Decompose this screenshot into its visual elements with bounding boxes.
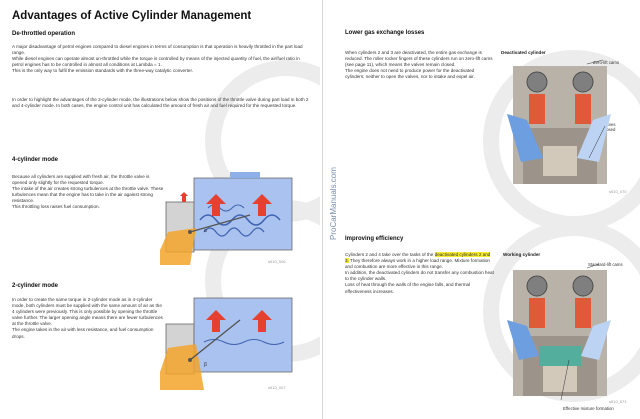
intake-runner [230,172,260,178]
figure-title: Working cylinder [503,252,541,257]
deactivated-cylinder-figure [507,59,611,184]
lower-gas-text: When cylinders 2 and 3 are deactivated, … [345,50,493,80]
mixture-zone [539,346,581,366]
valve-spring [529,94,545,124]
figure-caption: s510_007 [268,385,286,390]
site-watermark: ProCarManuals.com [329,167,338,240]
throttle-figure-2cyl: β [160,297,293,390]
piston [543,146,577,176]
right-page: ProCarManuals.com Lower gas exchange los… [322,0,640,419]
intro-paragraph: This is the only way to fulfil the emiss… [12,68,194,74]
text-fragment: They therefore always work in a higher l… [345,258,494,294]
intake-port [507,320,539,360]
turbulence-lines [199,214,281,226]
figure-title: Deactivated cylinder [501,50,546,55]
throttle-figure-4cyl: α [160,172,293,265]
turbulence-lines [203,227,265,237]
camshaft [526,71,548,93]
intro-text-2: In order to highlight the advantages of … [12,97,309,109]
throttle-valve-sector [160,344,204,390]
callout-line [588,125,606,159]
angle-label: β [204,362,207,368]
callout-line [560,359,570,401]
intake-plenum [193,177,293,251]
figure-caption: s510_071 [609,399,627,404]
throttle-plate [189,319,241,361]
working-cylinder-figure [507,263,611,401]
turbulence-lines [203,339,285,345]
callout-label: Zero-lift cams [593,60,620,65]
valve-spring [529,298,545,328]
intro-paragraph: A major disadvantage of petrol engines c… [12,44,303,56]
intake-port [507,114,543,162]
mode2-text: In order to create the same torque in 2-… [12,297,163,339]
exhaust-port [577,114,611,162]
mode4-text: Because all cylinders are supplied with … [12,174,164,210]
efficiency-text: Cylinders 2 and 4 take over the tasks of… [345,252,495,295]
callout-label: Effective mixture formation [563,406,614,411]
valve-spring [575,298,591,328]
red-arrow-icon [252,310,272,332]
lower-gas-heading: Lower gas exchange losses [345,30,425,36]
mode4-heading: 4-cylinder mode [12,157,59,163]
camshaft [572,71,594,93]
intro-paragraph: While diesel engines can operate almost … [12,56,300,68]
callout-line [586,263,600,269]
camshaft [572,275,594,297]
angle-label: α [204,228,207,234]
throttle-pivot [188,230,192,234]
red-arrow-icon [206,194,226,216]
section-subtitle: De-throttled operation [12,31,75,37]
intro-text: A major disadvantage of petrol engines c… [12,44,312,74]
exhaust-port [581,320,611,360]
camshaft [526,275,548,297]
efficiency-heading: Improving efficiency [345,236,404,242]
callout-label: Valves closed [603,122,616,132]
red-arrow-icon [180,192,188,202]
throttle-pivot [188,358,192,362]
valve-spring [575,94,591,124]
page-title: Advantages of Active Cylinder Management [12,10,252,22]
intake-plenum [193,297,293,373]
left-page: Advantages of Active Cylinder Management… [12,10,320,390]
throttle-valve-sector [160,228,196,265]
text-fragment: Cylinders 2 and 4 take over the tasks of… [345,252,435,257]
figure-caption: s510_006 [268,259,286,264]
callout-line [586,59,604,65]
figure-caption: s510_070 [609,189,627,194]
throttle-plate [189,214,251,233]
red-arrow-icon [252,194,272,216]
mode2-heading: 2-cylinder mode [12,283,59,289]
piston [543,366,577,392]
red-arrow-icon [206,310,226,332]
callout-label: Standard-lift cams [588,262,623,267]
